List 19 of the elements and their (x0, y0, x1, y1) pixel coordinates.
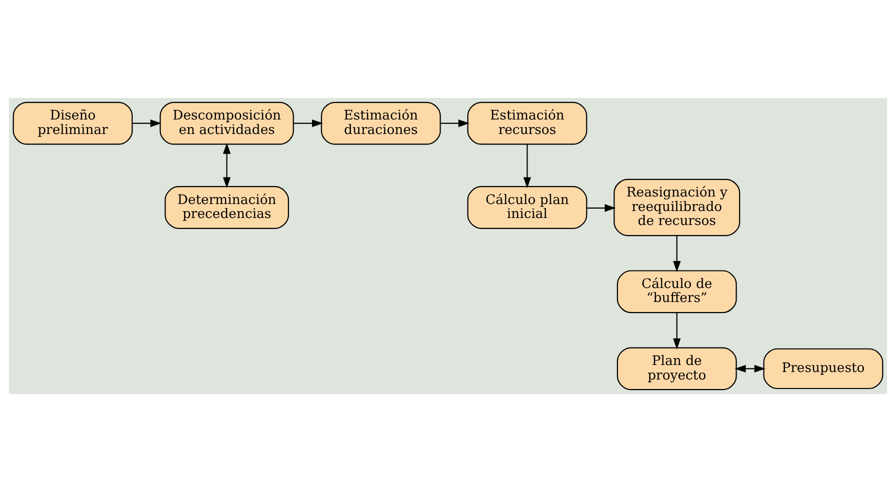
node-box: Reasignación y reequilibrado de recursos (614, 178, 740, 236)
node-box: Plan de proyecto (616, 347, 737, 390)
node-box: Presupuesto (763, 348, 884, 390)
node-box: Descomposición en actividades (160, 102, 294, 145)
arrow (586, 204, 616, 212)
arrow (222, 142, 231, 188)
node-box: Estimación duraciones (320, 102, 441, 145)
node-box: Determinación precedencias (164, 186, 289, 229)
arrow (734, 364, 766, 373)
node-box: Estimación recursos (467, 102, 588, 145)
node-box: Cálculo de “buffers” (616, 270, 737, 314)
node-box: Cálculo plan inicial (467, 186, 588, 229)
arrow (132, 119, 162, 128)
arrow (523, 144, 532, 188)
node-box: Diseño preliminar (12, 102, 133, 145)
arrow (673, 236, 681, 272)
arrow (440, 119, 470, 128)
arrow (294, 119, 324, 128)
arrow (673, 312, 681, 350)
